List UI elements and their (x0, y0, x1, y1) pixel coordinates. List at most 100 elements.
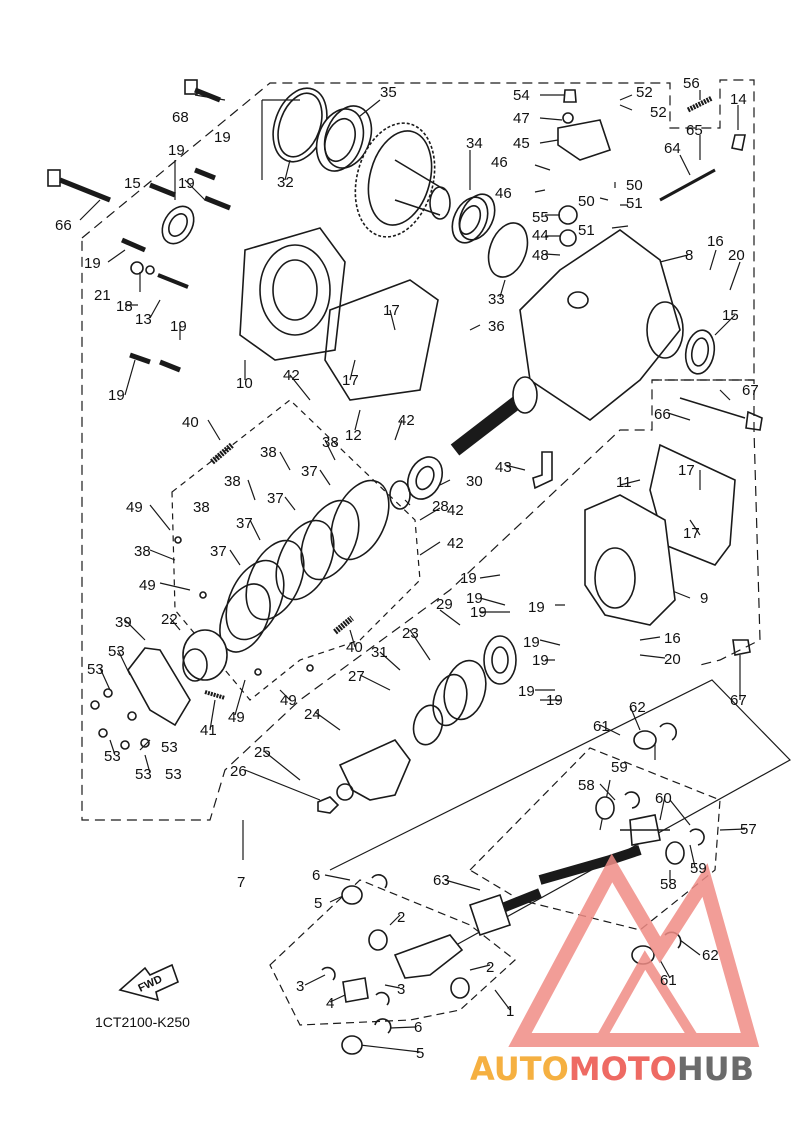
part-label: 20 (728, 247, 745, 264)
part-label: 7 (237, 874, 245, 891)
part-label: 19 (168, 142, 185, 159)
part-label: 19 (523, 634, 540, 651)
part-label: 42 (447, 502, 464, 519)
part-label: 53 (104, 748, 121, 765)
oil-seal-15-icon (161, 205, 195, 245)
part-label: 30 (466, 473, 483, 490)
part-label: 66 (654, 406, 671, 423)
part-label: 20 (664, 651, 681, 668)
part-label: 63 (433, 872, 450, 889)
part-label: 45 (513, 135, 530, 152)
watermark-moto: MOTO (569, 1050, 677, 1088)
washer-18-icon (145, 265, 155, 275)
part-label: 34 (466, 135, 483, 152)
part-label: 19 (84, 255, 101, 272)
part-label: 13 (135, 311, 152, 328)
part-label: 52 (636, 84, 653, 101)
part-label: 66 (55, 217, 72, 234)
part-label: 38 (224, 473, 241, 490)
circlip-icon (321, 722, 705, 1034)
bolt-68-icon (184, 79, 221, 103)
part-label: 42 (447, 535, 464, 552)
part-label: 19 (466, 590, 483, 607)
watermark-triangle-icon (508, 853, 760, 1047)
part-label: 51 (626, 195, 643, 212)
bolt-19-icon (121, 167, 231, 373)
part-label: 28 (432, 498, 449, 515)
bearing-29-icon (483, 635, 517, 685)
spring-41-icon (204, 690, 226, 700)
part-label: 32 (277, 174, 294, 191)
gasket-12-icon (324, 279, 439, 401)
part-label: 67 (742, 382, 759, 399)
part-label: 17 (683, 525, 700, 542)
part-label: 52 (650, 104, 667, 121)
propeller-shaft-icon (393, 845, 642, 979)
part-label: 19 (528, 599, 545, 616)
part-label: 19 (518, 683, 535, 700)
part-label: 44 (532, 227, 549, 244)
part-label: 15 (722, 307, 739, 324)
nut-26-icon (317, 796, 340, 814)
part-label: 46 (495, 185, 512, 202)
part-label: 65 (686, 122, 703, 139)
part-label: 49 (228, 709, 245, 726)
part-label: 19 (108, 387, 125, 404)
part-label: 68 (172, 109, 189, 126)
ring-27-icon (412, 704, 444, 746)
oil-seal-15b-icon (684, 329, 716, 375)
part-label: 3 (397, 981, 405, 998)
part-label: 1 (506, 1003, 514, 1020)
ring-31-icon (432, 673, 468, 727)
nut-67-icon (732, 639, 751, 656)
bracket-32 (261, 99, 300, 180)
part-label: 19 (546, 692, 563, 709)
clutch-plates-icon (219, 479, 390, 653)
gear-case-9-icon (584, 494, 676, 626)
part-label: 25 (254, 744, 271, 761)
part-label: 53 (108, 643, 125, 660)
gasket-11-icon (649, 443, 736, 566)
part-label: 19 (460, 570, 477, 587)
bolt-54-icon (563, 89, 577, 103)
part-label: 15 (124, 175, 141, 192)
part-label: 59 (690, 860, 707, 877)
part-label: 16 (664, 630, 681, 647)
part-label: 5 (314, 895, 322, 912)
part-label: 37 (301, 463, 318, 480)
part-label: 4 (326, 995, 334, 1012)
gear-case-8-icon (519, 229, 684, 421)
part-label: 42 (283, 367, 300, 384)
part-label: 19 (170, 318, 187, 335)
washer-21-icon (130, 261, 144, 275)
part-label: 14 (730, 91, 747, 108)
part-label: 19 (178, 175, 195, 192)
part-label: 46 (491, 154, 508, 171)
part-label: 33 (488, 291, 505, 308)
part-label: 43 (495, 459, 512, 476)
part-label: 35 (380, 84, 397, 101)
part-label: 2 (486, 959, 494, 976)
part-label: 49 (139, 577, 156, 594)
universal-joint-icon (342, 814, 670, 1003)
bearing-35-icon (315, 105, 373, 172)
stud-13-icon (157, 273, 189, 289)
watermark-text: AUTOMOTOHUB (470, 1050, 754, 1088)
washer-25-icon (336, 783, 354, 801)
part-label: 60 (655, 790, 672, 807)
part-label: 22 (161, 611, 178, 628)
part-label: 54 (513, 87, 530, 104)
washer-53-icon (90, 536, 314, 750)
fwd-arrow-icon: FWD (118, 963, 179, 1002)
part-label: 17 (678, 462, 695, 479)
part-label: 8 (685, 247, 693, 264)
part-label: 53 (165, 766, 182, 783)
reference-code: 1CT2100-K250 (95, 1014, 190, 1030)
part-label: 57 (740, 821, 757, 838)
clutch-hub-22-icon (182, 629, 228, 682)
part-label: 50 (626, 177, 643, 194)
part-labels: 68 35 32 19 19 19 15 66 34 54 52 52 56 1… (55, 75, 759, 1062)
part-label: 51 (578, 222, 595, 239)
part-label: 6 (414, 1019, 422, 1036)
